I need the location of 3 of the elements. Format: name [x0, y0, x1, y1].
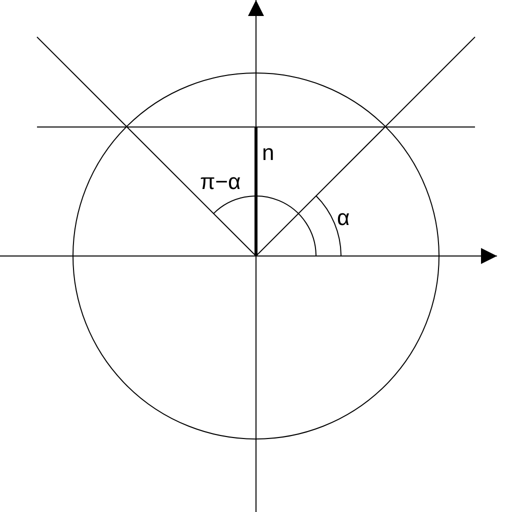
angle-label: π−α	[200, 171, 241, 193]
angle-label: α	[337, 207, 350, 229]
vector-label: n	[262, 142, 274, 164]
